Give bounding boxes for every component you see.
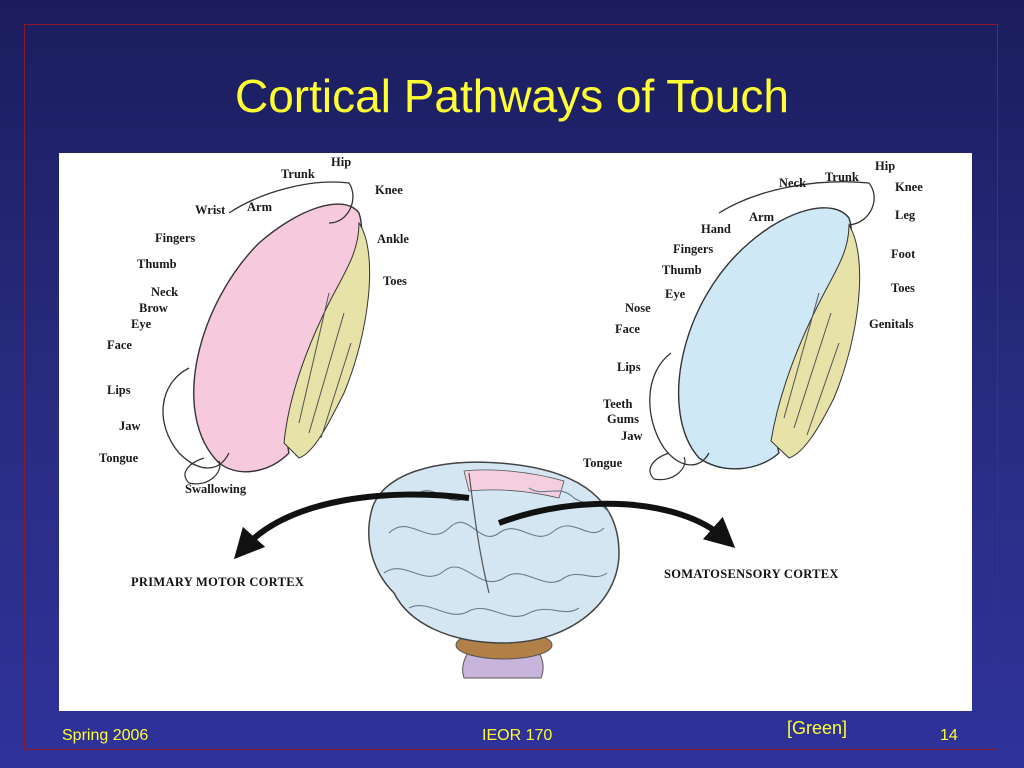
footer-date: Spring 2006: [62, 727, 149, 744]
sensory-label: Trunk: [825, 170, 859, 184]
sensory-label: Neck: [779, 176, 806, 190]
sensory-label: Face: [615, 322, 640, 336]
footer-course: IEOR 170: [482, 727, 553, 744]
motor-label: Knee: [375, 183, 403, 197]
sensory-label: Hand: [701, 222, 731, 236]
motor-label: Brow: [139, 301, 168, 315]
motor-cortex-caption: PRIMARY MOTOR CORTEX: [131, 575, 304, 589]
sensory-label: Tongue: [583, 456, 623, 470]
motor-labels: Hip Trunk Knee Wrist Arm Fingers Ankle T…: [99, 155, 409, 496]
sensory-label: Eye: [665, 287, 686, 301]
figure-credit: [Green]: [787, 718, 848, 738]
sensory-label: Thumb: [662, 263, 702, 277]
motor-label: Swallowing: [185, 482, 247, 496]
sensory-label: Genitals: [869, 317, 914, 331]
sensory-label: Gums: [607, 412, 639, 426]
sensory-label: Foot: [891, 247, 916, 261]
motor-label: Thumb: [137, 257, 177, 271]
motor-cortex-section: [162, 181, 371, 485]
sensory-arrow: [497, 500, 736, 548]
sensory-label: Toes: [891, 281, 915, 295]
motor-label: Arm: [247, 200, 273, 214]
motor-label: Eye: [131, 317, 152, 331]
motor-label: Tongue: [99, 451, 139, 465]
page-number: 14: [940, 727, 958, 744]
motor-label: Toes: [383, 274, 407, 288]
sensory-label: Hip: [875, 159, 895, 173]
motor-label: Trunk: [281, 167, 315, 181]
sensory-labels: Hip Neck Trunk Knee Arm Leg Hand Fingers…: [583, 159, 923, 470]
sensory-label: Knee: [895, 180, 923, 194]
sensory-label: Arm: [749, 210, 775, 224]
motor-label: Fingers: [155, 231, 195, 245]
motor-label: Jaw: [119, 419, 141, 433]
sensory-label: Leg: [895, 208, 916, 222]
sensory-cortex-caption: SOMATOSENSORY CORTEX: [664, 567, 839, 581]
sensory-label: Fingers: [673, 242, 713, 256]
slide-title: Cortical Pathways of Touch: [235, 70, 789, 122]
motor-arrow: [233, 491, 470, 560]
slide-frame: [24, 24, 998, 750]
motor-label: Wrist: [195, 203, 226, 217]
motor-label: Hip: [331, 155, 351, 169]
motor-label: Neck: [151, 285, 178, 299]
sensory-cortex-section: [649, 181, 875, 481]
motor-label: Lips: [107, 383, 131, 397]
sensory-label: Lips: [617, 360, 641, 374]
motor-label: Face: [107, 338, 132, 352]
sensory-label: Jaw: [621, 429, 643, 443]
cortex-figure: PRIMARY MOTOR CORTEX SOMATOSENSORY CORTE…: [59, 153, 972, 711]
sensory-label: Nose: [625, 301, 651, 315]
sensory-label: Teeth: [603, 397, 632, 411]
motor-label: Ankle: [377, 232, 409, 246]
